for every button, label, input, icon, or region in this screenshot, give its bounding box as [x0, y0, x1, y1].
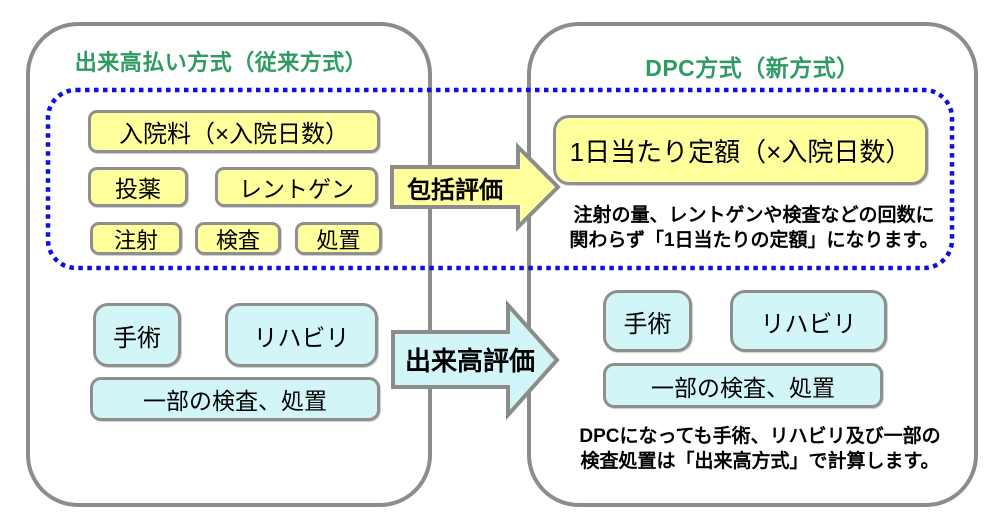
item-box-partial-exams-left: 一部の検査、処置 — [90, 377, 380, 421]
item-box-surgery-right: 手術 — [603, 290, 692, 352]
item-box-medication: 投薬 — [88, 167, 188, 207]
fee-arrow-label: 出来高評価 — [404, 346, 535, 376]
item-box-rehabilitation-right: リハビリ — [730, 290, 887, 352]
fee-note-line2: 検査処置は「出来高方式」で計算します。 — [580, 451, 940, 472]
item-box-daily-flat-rate: 1日当たり定額（×入院日数） — [553, 115, 928, 185]
item-box-hospitalization-fee: 入院料（×入院日数） — [88, 110, 380, 153]
fee-note-line1: DPCになっても手術、リハビリ及び一部の — [579, 426, 941, 447]
item-box-xray: レントゲン — [215, 167, 378, 207]
left-panel-title: 出来高払い方式（従来方式） — [74, 50, 368, 75]
fee-note: DPCになっても手術、リハビリ及び一部の 検査処置は「出来高方式」で計算します。 — [560, 424, 960, 474]
bundled-arrow-label: 包括評価 — [407, 176, 503, 204]
item-box-partial-exams-right: 一部の検査、処置 — [603, 363, 883, 408]
item-box-examination: 検査 — [195, 222, 281, 255]
item-box-surgery-left: 手術 — [93, 303, 181, 367]
bundled-note: 注射の量、レントゲンや検査などの回数に 関わらず「1日当たりの定額」になります。 — [558, 203, 950, 253]
fee-for-service-panel — [26, 22, 432, 507]
item-box-treatment: 処置 — [295, 222, 382, 255]
right-panel-title: DPC方式（新方式） — [645, 55, 860, 81]
item-box-rehabilitation-left: リハビリ — [225, 303, 378, 367]
bundled-note-line2: 関わらず「1日当たりの定額」になります。 — [569, 230, 939, 251]
item-box-injection: 注射 — [90, 222, 182, 255]
bundled-note-line1: 注射の量、レントゲンや検査などの回数に — [573, 205, 935, 226]
